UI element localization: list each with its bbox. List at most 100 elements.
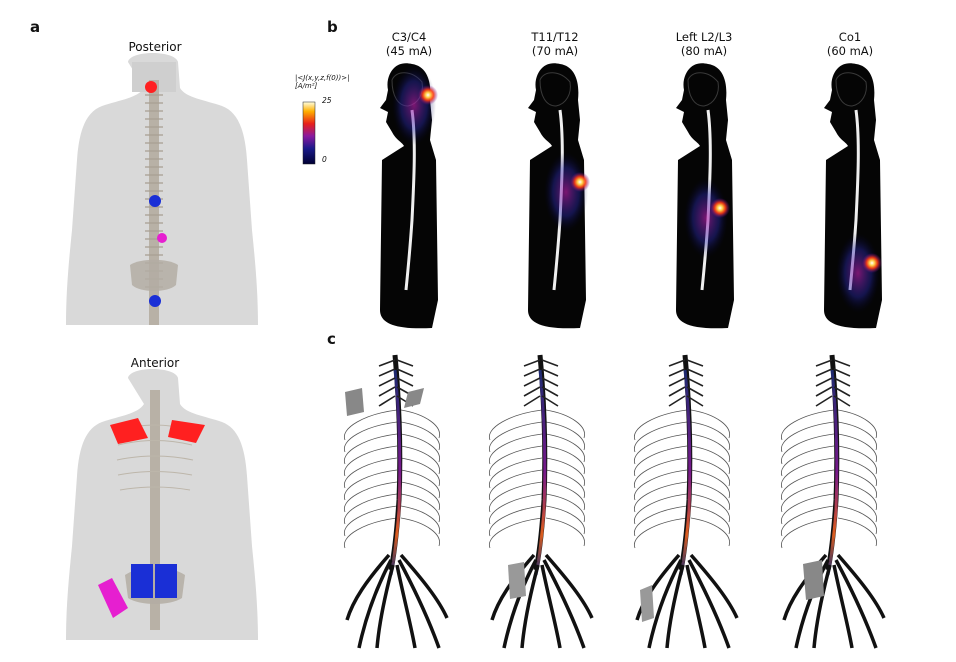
posterior-label: Posterior — [128, 40, 182, 54]
electrode-patch-c3c4-left — [345, 388, 364, 416]
current-spread — [392, 65, 436, 145]
rib-outline — [781, 481, 877, 513]
rib-outline — [344, 493, 440, 525]
anterior-body-model — [66, 369, 258, 640]
cervical-nerve-root — [523, 368, 559, 377]
cervical-nerve-root — [523, 386, 559, 397]
nerve-root — [540, 564, 562, 649]
anterior-spine — [150, 390, 160, 630]
rib-outline — [634, 517, 730, 549]
cervical-nerve-root — [668, 359, 704, 367]
rib-outline — [781, 493, 877, 525]
anterior-label: Anterior — [130, 356, 180, 370]
electrode-blue-posterior-thoracic — [149, 195, 161, 207]
rib-outline — [781, 469, 877, 501]
electrode-blue-posterior-sacral — [149, 295, 161, 307]
nerve-root — [687, 559, 731, 649]
nerve-root — [520, 564, 540, 649]
rib-outline — [489, 493, 585, 525]
column-title-line1: Co1 — [838, 30, 862, 44]
electrode-red-posterior — [145, 81, 157, 93]
nerve-root — [345, 553, 391, 621]
electrode-patch-c3c4-right — [404, 388, 424, 408]
spinal-cord-current — [534, 369, 547, 576]
rib-outline — [344, 469, 440, 501]
rib-outline — [634, 493, 730, 525]
cervical-nerve-root — [815, 368, 851, 377]
nerve-root — [685, 564, 707, 649]
rib-outline — [489, 457, 585, 489]
nerve-root — [812, 564, 832, 649]
colorbar — [302, 101, 316, 165]
rib-outline — [489, 421, 585, 453]
cervical-nerve-root — [668, 377, 704, 387]
panel-letter-a: a — [30, 18, 41, 36]
column-title-line2: (70 mA) — [531, 44, 579, 58]
column-title-t11t12: T11/T12 (70 mA) — [500, 30, 610, 58]
rib-outline — [634, 421, 730, 453]
cervical-nerve-root — [523, 395, 559, 407]
sagittal-slice-1 — [380, 63, 438, 329]
nerve-root — [834, 559, 878, 649]
column-title-line1: T11/T12 — [531, 30, 579, 44]
rib-outline — [634, 469, 730, 501]
cervical-nerve-root — [378, 377, 414, 387]
rib-outline — [489, 517, 585, 549]
nerve-root — [832, 564, 854, 649]
rib-outline — [634, 457, 730, 489]
rib-outline — [634, 433, 730, 465]
rib-outline — [781, 421, 877, 453]
rib-outline — [781, 457, 877, 489]
rib-outline — [489, 409, 585, 441]
anterior-body-silhouette — [66, 369, 258, 640]
posterior-neck — [132, 62, 176, 92]
rib-outline — [344, 505, 440, 537]
slice-brain-outline — [539, 72, 571, 107]
nerve-root — [647, 559, 683, 649]
rib-outline — [781, 445, 877, 477]
panel-letter-c: c — [327, 330, 336, 348]
slice-brain-outline — [835, 72, 867, 107]
electrode-patch-l2l3 — [640, 585, 654, 622]
current-hotspot — [862, 253, 882, 273]
current-spread — [836, 233, 880, 313]
sagittal-slices — [380, 63, 882, 329]
electrode-blue-left-abdomen — [131, 564, 153, 598]
electrode-patch-t11t12 — [508, 562, 526, 599]
colorbar-label: |<J(x,y,z,f(0))>| [A/m²] — [295, 74, 349, 90]
rib-outline — [489, 505, 585, 537]
rib-outline — [489, 433, 585, 465]
column-title-co1: Co1 (60 mA) — [795, 30, 905, 58]
cervical-nerve-root — [378, 368, 414, 377]
rib-outline — [344, 421, 440, 453]
cervical-nerve-root — [815, 377, 851, 387]
rib-outline — [781, 505, 877, 537]
rib-outline — [489, 481, 585, 513]
colorbar-label-line1: |<J(x,y,z,f(0))>| — [295, 74, 350, 82]
colorbar-min-tick: 0 — [322, 155, 327, 164]
posterior-body-silhouette — [66, 53, 258, 325]
rib-outline — [634, 505, 730, 537]
cervical-nerve-root — [378, 359, 414, 367]
electrode-magenta-hip — [98, 578, 128, 618]
column-title-line1: Left L2/L3 — [675, 30, 733, 44]
slice-brain-outline — [687, 72, 719, 107]
rib-outline — [781, 409, 877, 441]
nerve-render-1 — [344, 354, 449, 649]
colorbar-max-tick: 25 — [322, 96, 332, 105]
column-title-left-l2l3: Left L2/L3 (80 mA) — [649, 30, 759, 58]
current-spread — [684, 178, 728, 258]
cervical-nerve-root — [815, 395, 851, 407]
rib-outline — [344, 409, 440, 441]
posterior-body-model — [66, 53, 258, 325]
nerve-root — [689, 553, 739, 619]
rib-outline — [344, 517, 440, 549]
spinal-cord-current — [679, 369, 692, 576]
cervical-nerve-root — [668, 395, 704, 407]
rib-outline — [344, 457, 440, 489]
electrode-red-left-shoulder — [110, 418, 148, 444]
cervical-nerve-root — [815, 359, 851, 367]
sagittal-slice-3 — [676, 63, 734, 329]
spinal-cord-current — [389, 369, 402, 576]
